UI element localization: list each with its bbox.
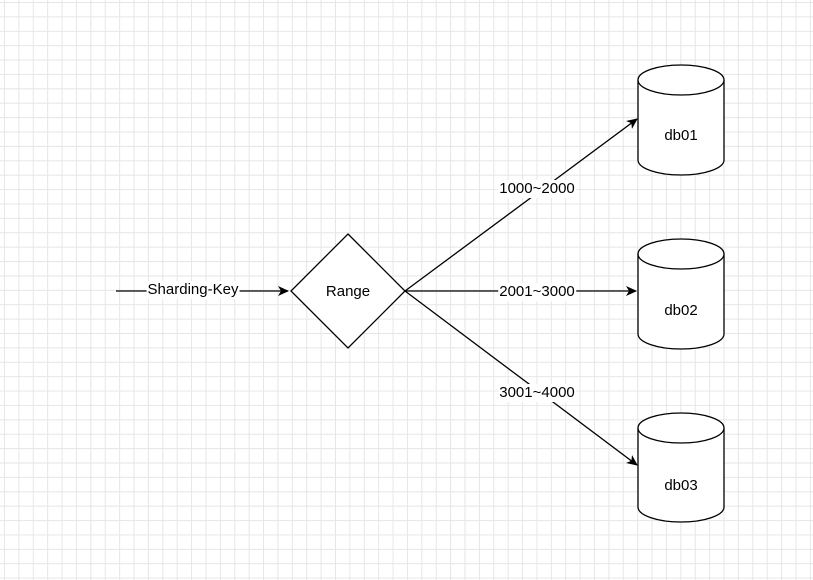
edge-label-2001-3000: 2001~3000 <box>498 283 576 301</box>
edge-to-db01 <box>404 118 638 292</box>
edge-label-3001-4000: 3001~4000 <box>498 384 576 402</box>
db03-label: db03 <box>664 477 698 494</box>
sharding-key-label: Sharding-Key <box>146 281 240 299</box>
edge-label-1000-2000: 1000~2000 <box>498 180 576 198</box>
db02-label: db02 <box>664 302 698 319</box>
range-decision-node[interactable] <box>290 233 406 349</box>
db01-label: db01 <box>664 127 698 144</box>
db03-cylinder[interactable] <box>637 412 725 523</box>
edge-to-db03 <box>404 290 638 466</box>
db02-cylinder[interactable] <box>637 238 725 350</box>
range-label: Range <box>325 283 371 300</box>
db01-cylinder[interactable] <box>637 64 725 176</box>
